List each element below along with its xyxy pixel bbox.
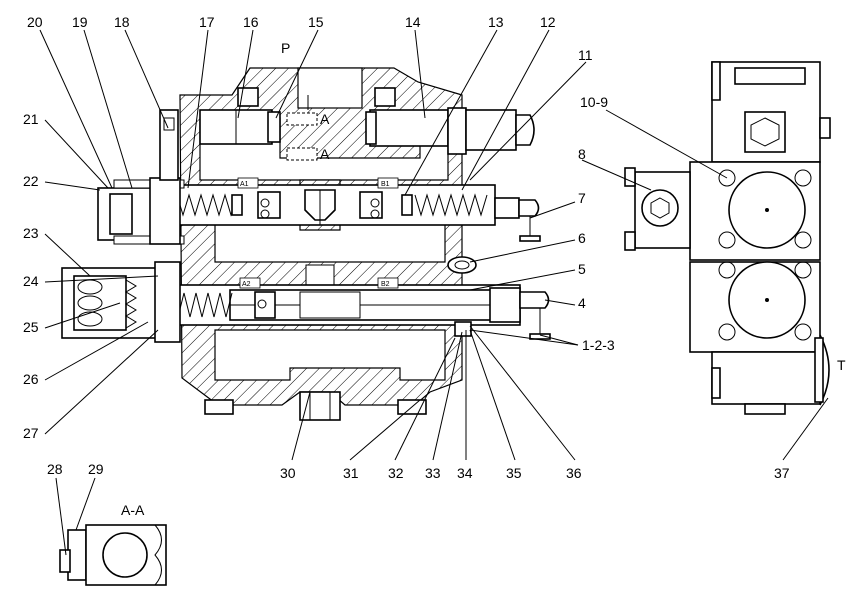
label-34: 34: [457, 465, 473, 481]
part-number-labels: 20 19 18 17 16 15 14 13 12 11 10-9 8 7 6…: [23, 14, 790, 481]
label-12: 12: [540, 14, 556, 30]
label-17: 17: [199, 14, 215, 30]
label-33: 33: [425, 465, 441, 481]
label-31: 31: [343, 465, 359, 481]
upper-plug-right: [365, 107, 535, 155]
upper-plug-left: [199, 109, 281, 145]
label-26: 26: [23, 371, 39, 387]
port-t-label: T: [837, 357, 846, 373]
top-boss-left: [237, 87, 259, 107]
lower-spool-bore: [147, 277, 551, 340]
label-7: 7: [578, 190, 586, 206]
label-6: 6: [578, 230, 586, 246]
port-a2-tag: A2: [242, 281, 251, 288]
label-30: 30: [280, 465, 296, 481]
label-18: 18: [114, 14, 130, 30]
port-labels: P T A A A-A A1 B1 A2 B2: [121, 40, 846, 518]
label-5: 5: [578, 261, 586, 277]
label-28: 28: [47, 461, 63, 477]
section-mark-a-bottom: A: [320, 146, 330, 162]
label-20: 20: [27, 14, 43, 30]
label-32: 32: [388, 465, 404, 481]
label-27: 27: [23, 425, 39, 441]
label-1-2-3: 1-2-3: [582, 337, 615, 353]
label-15: 15: [308, 14, 324, 30]
label-22: 22: [23, 173, 39, 189]
section-title: A-A: [121, 502, 145, 518]
label-16: 16: [243, 14, 259, 30]
label-14: 14: [405, 14, 421, 30]
label-4: 4: [578, 295, 586, 311]
label-23: 23: [23, 225, 39, 241]
label-8: 8: [578, 146, 586, 162]
top-boss-right: [374, 87, 396, 107]
port-a1-tag: A1: [240, 181, 249, 188]
label-13: 13: [488, 14, 504, 30]
section-mark-a-top: A: [320, 111, 330, 127]
label-11: 11: [578, 47, 593, 63]
label-25: 25: [23, 319, 39, 335]
port-p-label: P: [281, 40, 290, 56]
label-35: 35: [506, 465, 522, 481]
label-21: 21: [23, 111, 39, 127]
section-a-a-view: [59, 524, 167, 586]
label-19: 19: [72, 14, 88, 30]
port-b2-tag: B2: [381, 281, 390, 288]
label-24: 24: [23, 273, 39, 289]
label-37: 37: [774, 465, 790, 481]
side-view: [624, 61, 831, 415]
label-10-9: 10-9: [580, 94, 608, 110]
port-b1-tag: B1: [381, 181, 390, 188]
label-36: 36: [566, 465, 582, 481]
upper-left-end-cap: [97, 109, 185, 245]
leader-lines: [39, 29, 829, 556]
lower-left-end-cap: [61, 261, 181, 343]
seal-ring-right: [447, 256, 477, 337]
label-29: 29: [88, 461, 104, 477]
